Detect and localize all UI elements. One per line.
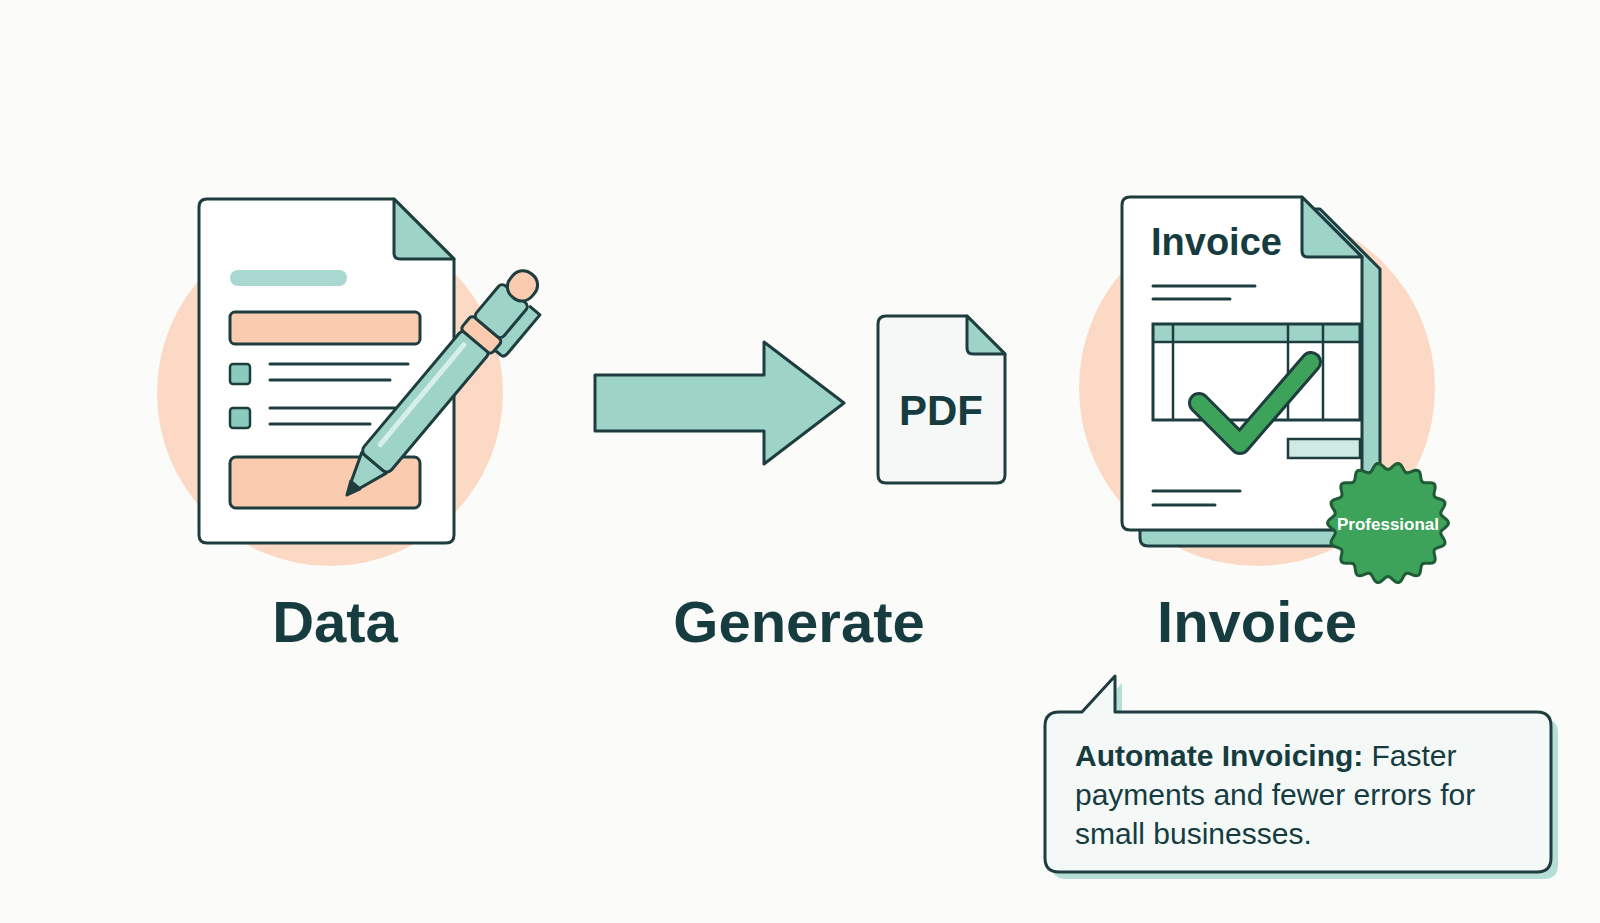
- data-document: Data: [150, 180, 595, 660]
- text-line: [1153, 504, 1215, 507]
- pdf-document: [878, 316, 1005, 483]
- page-fold: [967, 316, 1005, 354]
- invoice-document: [1122, 197, 1362, 530]
- text-line: [1153, 285, 1255, 288]
- pen-body: [360, 329, 490, 475]
- document-heading: Invoice: [1151, 223, 1282, 261]
- pen-illustration: [332, 262, 557, 516]
- table-rule: [1322, 324, 1325, 420]
- text-line: [1153, 298, 1230, 301]
- callout-box: [1045, 676, 1551, 872]
- pen-end: [502, 265, 543, 306]
- total-bar: [1288, 439, 1360, 458]
- pdf-document: PDF: [844, 316, 1005, 483]
- page-fold: [394, 199, 454, 259]
- badge-label: Professional: [1337, 516, 1439, 533]
- stage-label: Invoice: [1157, 593, 1357, 651]
- stage-label: Generate: [673, 593, 924, 651]
- line-item-table: [1153, 324, 1360, 420]
- stage-label: Data: [272, 593, 398, 651]
- form-line: [270, 407, 400, 410]
- flow-arrow: [595, 342, 844, 464]
- form-line: [270, 423, 370, 426]
- form-title-bar: [230, 270, 347, 286]
- form-line: [270, 379, 390, 382]
- pen-nib: [342, 481, 360, 499]
- page-fold: [1302, 197, 1362, 257]
- table-header: [1153, 324, 1360, 342]
- form-document: [199, 199, 454, 543]
- pen-highlight: [380, 345, 464, 445]
- professional-badge: Professional: [1327, 462, 1449, 584]
- table-rule: [1172, 324, 1175, 420]
- text-line: [1153, 490, 1240, 493]
- form-field: [230, 312, 420, 344]
- callout-box: Automate Invoicing:Faster payments and f…: [1043, 676, 1553, 874]
- callout-text: Automate Invoicing:Faster payments and f…: [1075, 736, 1535, 853]
- invoice-document: InvoiceInvoiceProfessional: [1060, 190, 1420, 660]
- checkbox: [230, 364, 250, 384]
- checkmark: [1199, 362, 1311, 444]
- checkmark-outline: [1199, 362, 1311, 444]
- badge-seal: [1328, 463, 1449, 582]
- form-line: [270, 363, 408, 366]
- callout-heading: Automate Invoicing:: [1075, 739, 1363, 772]
- file-type-label: PDF: [899, 390, 983, 432]
- checkbox: [230, 408, 250, 428]
- data-document-outline: [150, 180, 595, 660]
- table-rule: [1153, 341, 1360, 344]
